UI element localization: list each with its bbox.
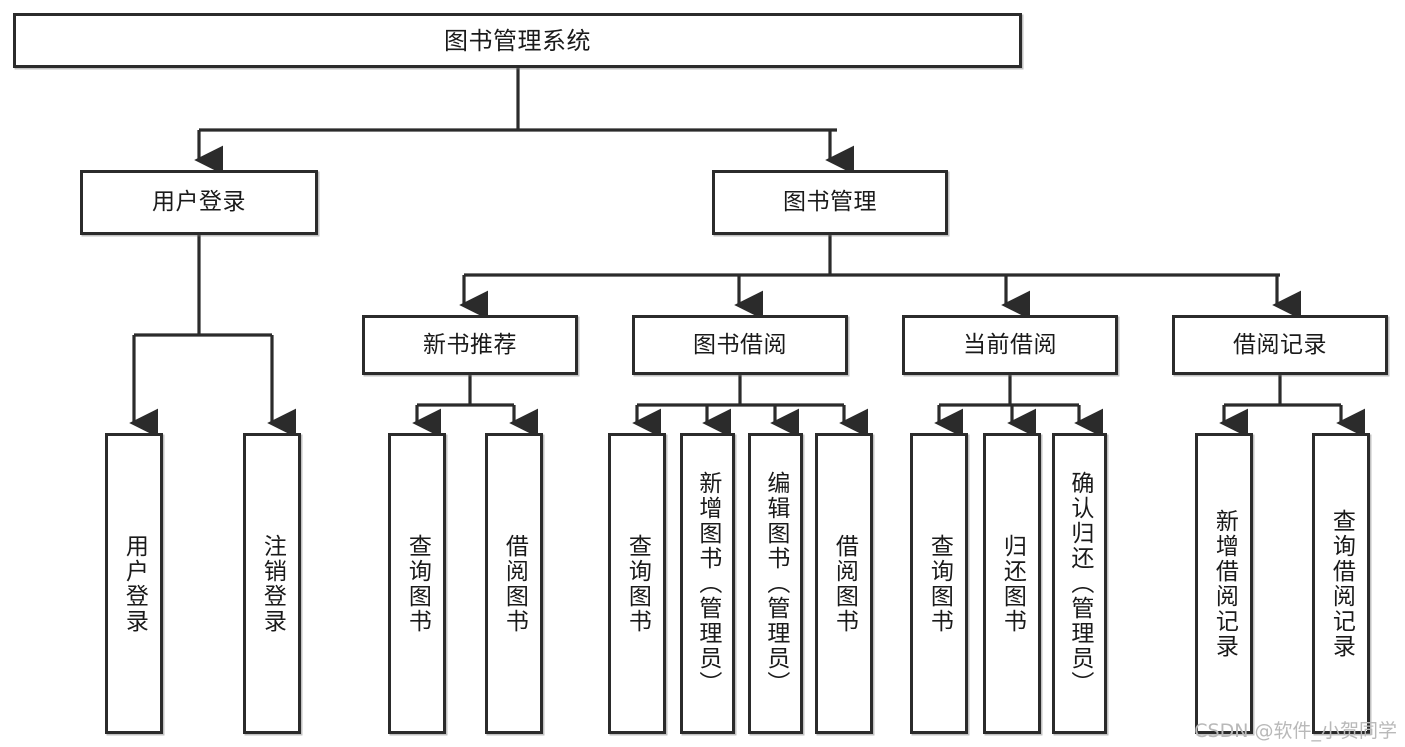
- node-leaf-borrow-book-1-label: 借阅图书: [501, 533, 528, 634]
- node-leaf-borrow-book-1[interactable]: 借阅图书: [485, 433, 543, 734]
- node-leaf-edit-book-label: 编辑图书（管理员）: [762, 471, 789, 696]
- node-leaf-query-record[interactable]: 查询借阅记录: [1312, 433, 1370, 734]
- node-leaf-user-login[interactable]: 用户登录: [105, 433, 163, 734]
- node-book-borrow[interactable]: 图书借阅: [632, 315, 848, 375]
- node-book-borrow-label: 图书借阅: [693, 331, 787, 358]
- node-leaf-query-book-1-label: 查询图书: [404, 533, 431, 634]
- node-leaf-confirm-return-label: 确认归还（管理员）: [1066, 471, 1093, 696]
- node-current-borrow-label: 当前借阅: [963, 331, 1057, 358]
- node-book-manage[interactable]: 图书管理: [712, 170, 948, 235]
- node-borrow-record-label: 借阅记录: [1233, 331, 1327, 358]
- node-leaf-confirm-return[interactable]: 确认归还（管理员）: [1052, 433, 1107, 734]
- node-root-label: 图书管理系统: [444, 26, 591, 55]
- node-leaf-user-login-label: 用户登录: [121, 533, 148, 634]
- node-leaf-add-book-label: 新增图书（管理员）: [694, 471, 721, 696]
- node-leaf-logout-login[interactable]: 注销登录: [243, 433, 301, 734]
- node-leaf-query-book-3-label: 查询图书: [926, 533, 953, 634]
- node-leaf-query-book-3[interactable]: 查询图书: [910, 433, 968, 734]
- watermark-text: CSDN @软件_小贺同学: [1194, 720, 1397, 742]
- node-borrow-record[interactable]: 借阅记录: [1172, 315, 1388, 375]
- node-user-login[interactable]: 用户登录: [80, 170, 318, 235]
- node-leaf-borrow-book-2-label: 借阅图书: [831, 533, 858, 634]
- node-leaf-query-book-2[interactable]: 查询图书: [608, 433, 666, 734]
- node-leaf-query-book-1[interactable]: 查询图书: [388, 433, 446, 734]
- node-new-book-recommend[interactable]: 新书推荐: [362, 315, 578, 375]
- node-root[interactable]: 图书管理系统: [13, 13, 1022, 68]
- node-leaf-logout-login-label: 注销登录: [259, 533, 286, 634]
- node-leaf-add-book[interactable]: 新增图书（管理员）: [680, 433, 735, 734]
- node-leaf-return-book[interactable]: 归还图书: [983, 433, 1041, 734]
- node-new-book-recommend-label: 新书推荐: [423, 331, 517, 358]
- node-leaf-query-record-label: 查询借阅记录: [1328, 508, 1355, 659]
- node-leaf-add-record[interactable]: 新增借阅记录: [1195, 433, 1253, 734]
- node-leaf-query-book-2-label: 查询图书: [624, 533, 651, 634]
- node-book-manage-label: 图书管理: [783, 189, 877, 216]
- node-user-login-label: 用户登录: [152, 189, 246, 216]
- node-leaf-edit-book[interactable]: 编辑图书（管理员）: [748, 433, 803, 734]
- node-current-borrow[interactable]: 当前借阅: [902, 315, 1118, 375]
- node-leaf-return-book-label: 归还图书: [999, 533, 1026, 634]
- node-leaf-borrow-book-2[interactable]: 借阅图书: [815, 433, 873, 734]
- node-leaf-add-record-label: 新增借阅记录: [1211, 508, 1238, 659]
